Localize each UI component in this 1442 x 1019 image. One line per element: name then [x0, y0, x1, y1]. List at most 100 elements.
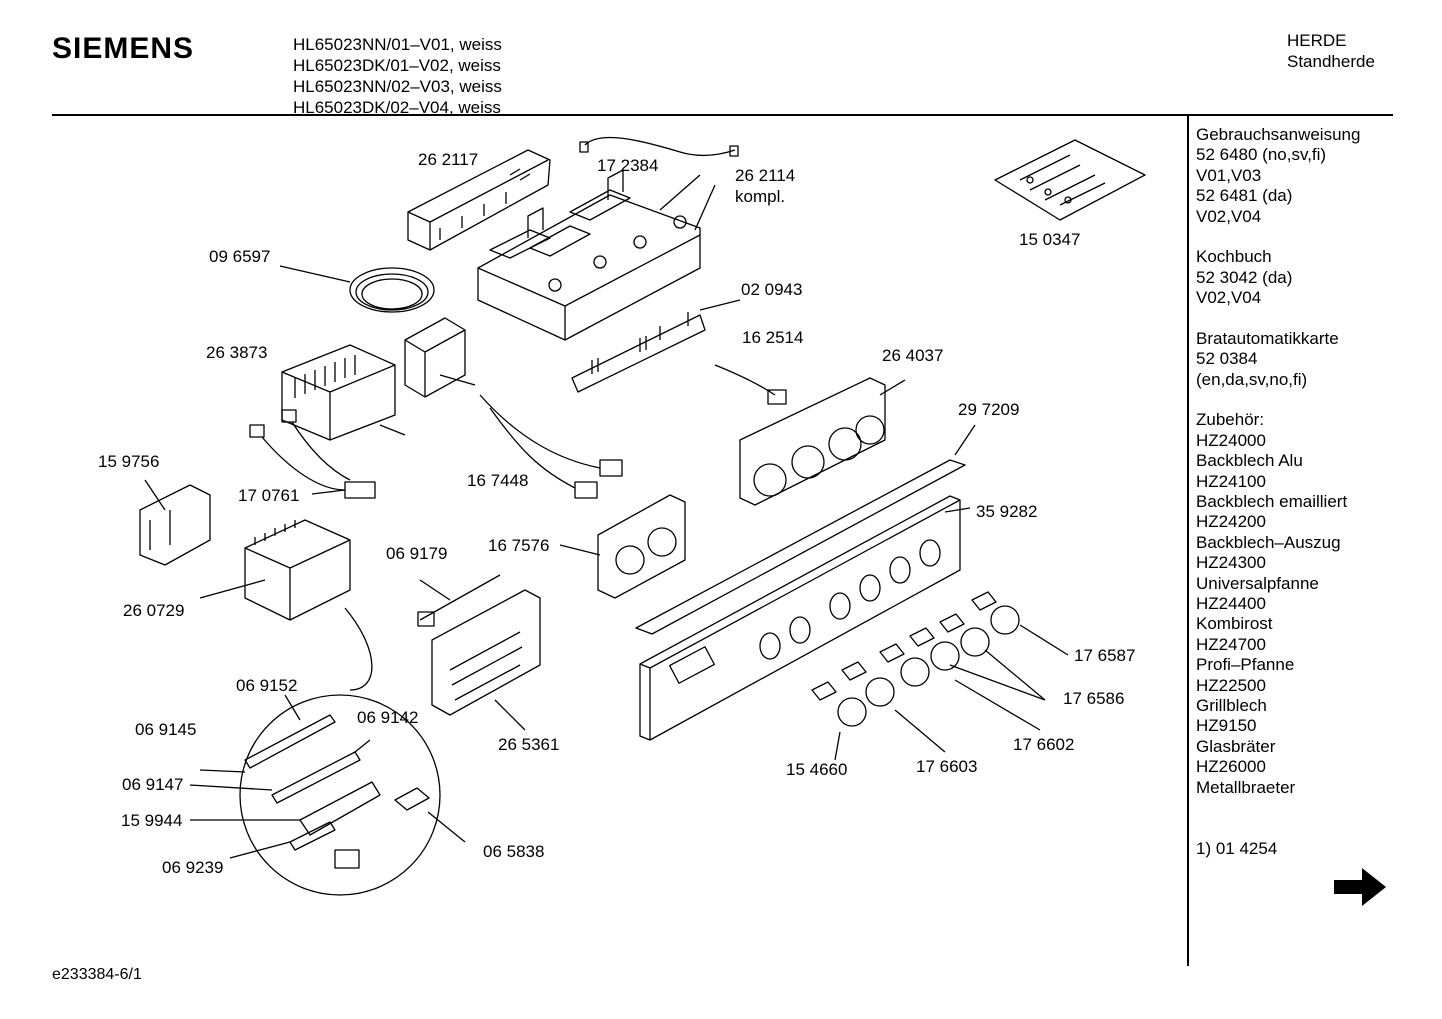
part-label: 35 9282 — [976, 502, 1038, 521]
sidebar-line: (en,da,sv,no,fi) — [1196, 369, 1308, 389]
part-cable-162514 — [714, 364, 787, 405]
sidebar-line: 1) 01 4254 — [1196, 838, 1278, 858]
part-thermostat — [279, 265, 476, 398]
subcategory: Standherde — [1287, 52, 1375, 71]
part-label: 15 0347 — [1019, 230, 1081, 249]
sidebar-line: Glasbräter — [1196, 736, 1276, 756]
part-selector-switch — [281, 344, 406, 441]
part-label: 06 9152 — [236, 676, 298, 695]
detail-circle — [189, 694, 466, 896]
part-label: 15 4660 — [786, 760, 848, 779]
part-label: 16 7576 — [488, 536, 550, 555]
sidebar-line — [1196, 227, 1360, 247]
part-label: 26 5361 — [498, 735, 560, 754]
part-label: 16 7448 — [467, 471, 529, 490]
sidebar-line: Metallbraeter — [1196, 777, 1296, 797]
sidebar-line: Grillblech — [1196, 695, 1267, 715]
header-divider — [52, 114, 1393, 116]
sidebar-line — [1196, 798, 1360, 818]
part-label: 26 4037 — [882, 346, 944, 365]
arrow-right-icon[interactable] — [1332, 866, 1388, 908]
part-screw-bag — [994, 139, 1146, 221]
part-module-167576 — [559, 494, 686, 599]
sidebar-line: HZ24300 — [1196, 553, 1266, 573]
sidebar-line: 52 0384 — [1196, 349, 1258, 369]
model-line: HL65023DK/01–V02, weiss — [293, 56, 501, 75]
part-label: 09 6597 — [209, 247, 271, 266]
part-label: 16 2514 — [742, 328, 804, 347]
sidebar-line — [1196, 390, 1360, 410]
part-label: 17 0761 — [238, 486, 300, 505]
part-label: 17 6586 — [1063, 689, 1125, 708]
part-control-module — [739, 377, 906, 506]
sidebar-line — [1196, 309, 1360, 329]
sidebar-line: Backblech emailliert — [1196, 492, 1348, 512]
part-label: 29 7209 — [958, 400, 1020, 419]
sidebar-line: Bratautomatikkarte — [1196, 328, 1339, 348]
sidebar-line: 52 6481 (da) — [1196, 186, 1293, 206]
part-label: 17 6587 — [1074, 646, 1136, 665]
part-label: 26 3873 — [206, 343, 268, 362]
part-trim-strip — [635, 424, 976, 635]
sidebar-divider — [1187, 116, 1189, 966]
part-label: 17 6603 — [916, 757, 978, 776]
sidebar-line: 52 3042 (da) — [1196, 267, 1293, 287]
sidebar-line: Profi–Pfanne — [1196, 655, 1295, 675]
exploded-parts-drawing — [139, 136, 1146, 896]
part-probe — [417, 574, 501, 627]
part-label: 17 2384 — [597, 156, 659, 175]
brand-logo: SIEMENS — [52, 32, 195, 65]
sidebar-line: HZ26000 — [1196, 757, 1266, 777]
part-label: 06 9145 — [135, 720, 197, 739]
part-knobs — [811, 591, 1069, 761]
part-label: 17 6602 — [1013, 735, 1075, 754]
part-cable-170761 — [249, 409, 376, 499]
part-label: 15 9944 — [121, 811, 183, 830]
model-list: HL65023NN/01–V01, weiss HL65023DK/01–V02… — [293, 34, 502, 118]
part-label: 26 2117 — [418, 150, 479, 169]
sidebar-line: V02,V04 — [1196, 288, 1262, 308]
sidebar-line: V01,V03 — [1196, 165, 1262, 185]
part-bracket — [139, 479, 211, 566]
part-label: kompl. — [735, 187, 786, 206]
part-cable-172384 — [579, 136, 739, 157]
sidebar-line: HZ24700 — [1196, 634, 1266, 654]
sidebar-line: Zubehör: — [1196, 410, 1265, 430]
part-cable-167448 — [479, 394, 623, 499]
part-switch-block — [407, 149, 551, 251]
part-label: 06 9179 — [386, 544, 448, 563]
sidebar-line: HZ24200 — [1196, 512, 1266, 532]
sidebar-line: Backblech Alu — [1196, 451, 1303, 471]
sidebar-line: V02,V04 — [1196, 206, 1262, 226]
sidebar-line: Universalpfanne — [1196, 573, 1319, 593]
part-label: 15 9756 — [98, 452, 160, 471]
part-board — [431, 589, 541, 731]
sidebar-line: HZ22500 — [1196, 675, 1266, 695]
category-block: HERDE Standherde — [1287, 30, 1375, 72]
part-label: 06 5838 — [483, 842, 545, 861]
sidebar-line: HZ24400 — [1196, 593, 1266, 613]
part-terminal-block — [199, 519, 373, 691]
sidebar-line: HZ9150 — [1196, 716, 1257, 736]
sidebar-line — [1196, 818, 1360, 838]
part-label: 02 0943 — [741, 280, 803, 299]
part-relay-assembly — [477, 169, 716, 341]
part-control-panel — [639, 495, 971, 741]
sidebar-line: Gebrauchsanweisung — [1196, 125, 1361, 144]
part-label: 26 2114 — [735, 166, 796, 185]
sidebar-line: HZ24100 — [1196, 471, 1266, 491]
part-label: 26 0729 — [123, 601, 185, 620]
sidebar-line: Backblech–Auszug — [1196, 532, 1341, 552]
model-line: HL65023NN/01–V01, weiss — [293, 35, 502, 54]
part-label: 06 9147 — [122, 775, 184, 794]
model-line: HL65023DK/02–V04, weiss — [293, 98, 501, 117]
sidebar-line: Kombirost — [1196, 614, 1273, 634]
part-label: 06 9239 — [162, 858, 224, 877]
drawing-code: e233384-6/1 — [52, 966, 142, 983]
sidebar-line: HZ24000 — [1196, 430, 1266, 450]
category: HERDE — [1287, 31, 1347, 50]
sidebar-line: 52 6480 (no,sv,fi) — [1196, 145, 1327, 165]
part-switch-strip — [571, 299, 741, 393]
sidebar-line: Kochbuch — [1196, 247, 1272, 267]
